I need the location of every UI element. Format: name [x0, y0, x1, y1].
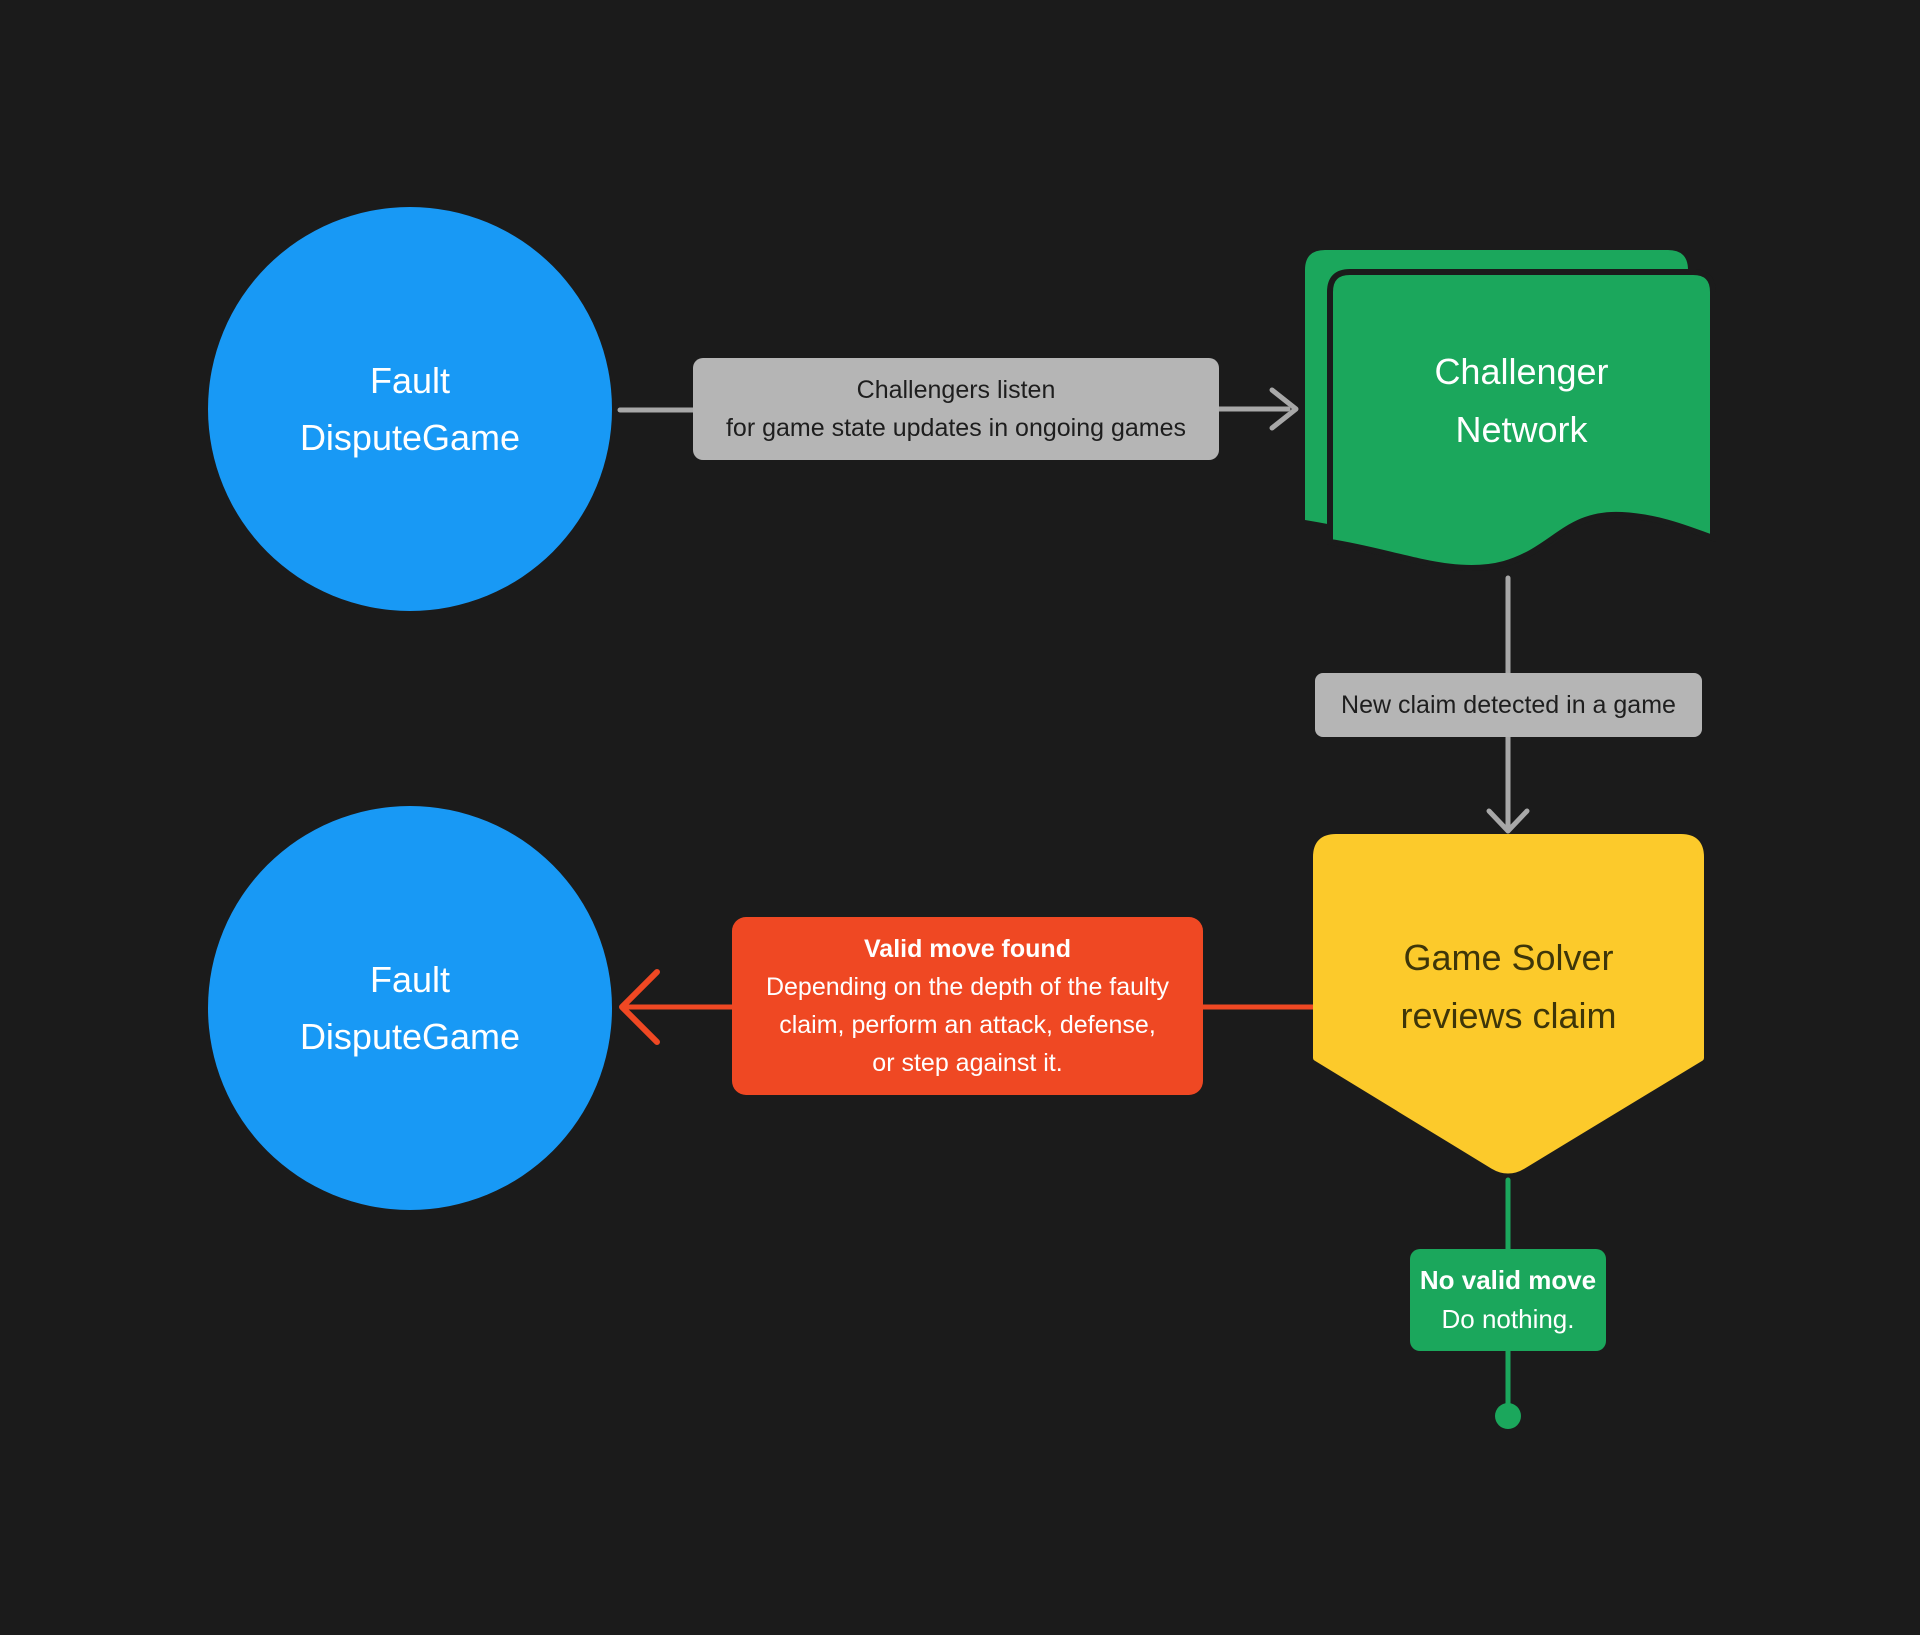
node-label-line: DisputeGame [299, 417, 521, 458]
edge-label-line: or step against it. [872, 1049, 1063, 1077]
connector-end-dot [1495, 1403, 1521, 1429]
edge-label-line: Depending on the depth of the faulty [765, 973, 1170, 1001]
node-label-line: DisputeGame [299, 1016, 521, 1057]
document-front-shape [1327, 269, 1716, 572]
valid-move-arrowhead-icon [619, 969, 660, 1045]
node-label-line: Fault [369, 959, 451, 1000]
game-solver-banner-shape [1313, 834, 1704, 1174]
edge-label-line: claim, perform an attack, defense, [779, 1011, 1156, 1039]
edge-label-line: Do nothing. [1441, 1304, 1575, 1334]
listen-edge-label: Challengers listen for game state update… [693, 358, 1219, 460]
node-label-line: reviews claim [1400, 995, 1617, 1036]
valid-move-edge-label: Valid move found Depending on the depth … [732, 917, 1203, 1095]
edge-label-title: No valid move [1419, 1265, 1597, 1295]
new-claim-arrowhead-icon [1486, 808, 1530, 834]
node-label-line: Fault [369, 360, 451, 401]
fault-dispute-game-node-top: Fault DisputeGame [208, 207, 612, 611]
listen-arrowhead-icon [1269, 387, 1299, 431]
challenger-network-label: Challenger Network [1330, 343, 1713, 459]
fault-dispute-game-node-bottom: Fault DisputeGame [208, 806, 612, 1210]
game-solver-label: Game Solver reviews claim [1316, 929, 1701, 1045]
node-label-line: Challenger [1434, 351, 1609, 392]
edge-label-line: for game state updates in ongoing games [725, 414, 1187, 442]
challenger-network-node [1305, 250, 1716, 572]
no-valid-move-edge-label: No valid move Do nothing. [1410, 1249, 1606, 1351]
edge-label-line: Challengers listen [856, 376, 1056, 404]
node-label-line: Game Solver [1403, 937, 1614, 978]
edge-label-line: New claim detected in a game [1341, 691, 1676, 719]
new-claim-edge-label: New claim detected in a game [1315, 673, 1702, 737]
edge-label-title: Valid move found [864, 935, 1071, 963]
node-label-line: Network [1455, 409, 1588, 450]
